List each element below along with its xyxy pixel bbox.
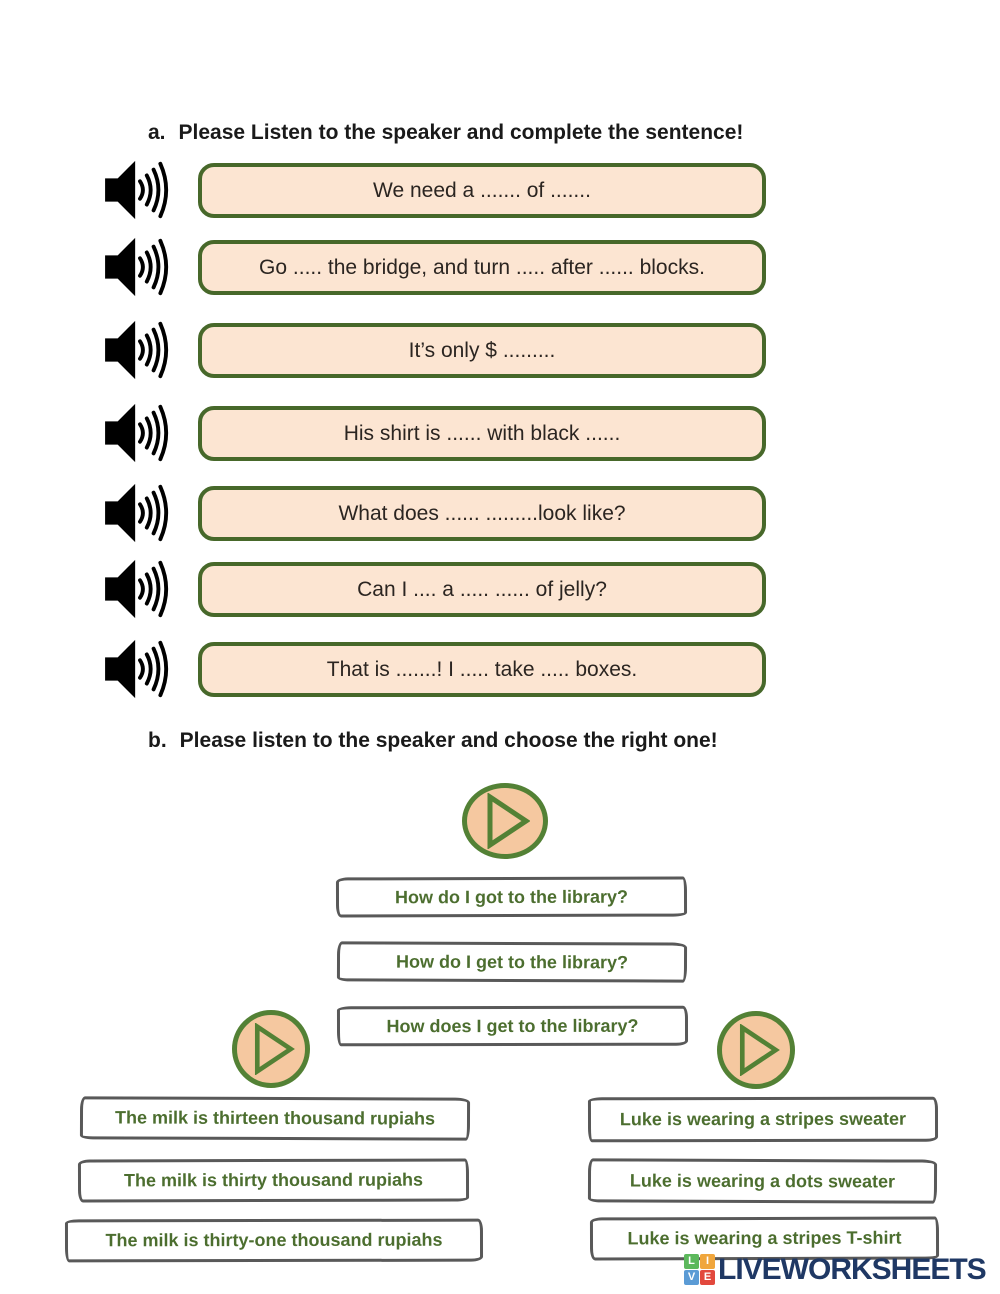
option-label: How does I get to the library? xyxy=(386,1015,639,1036)
logo-square-v: V xyxy=(684,1270,699,1285)
sentence-text-2: Go ..... the bridge, and turn ..... afte… xyxy=(259,255,705,279)
speaker-audio-icon-4[interactable] xyxy=(103,401,177,465)
sentence-box-2[interactable]: Go ..... the bridge, and turn ..... afte… xyxy=(198,240,766,295)
speaker-audio-icon-1[interactable] xyxy=(103,158,177,222)
option-milk-3[interactable]: The milk is thirty-one thousand rupiahs xyxy=(64,1218,484,1263)
option-library-3[interactable]: How does I get to the library? xyxy=(336,1005,689,1047)
liveworksheets-logo-icon: L I V E xyxy=(684,1254,715,1285)
option-label: Luke is wearing a stripes sweater xyxy=(619,1108,907,1130)
sentence-box-1[interactable]: We need a ....... of ....... xyxy=(198,163,766,218)
section-b-title: Please listen to the speaker and choose … xyxy=(179,729,718,752)
sentence-text-5: What does ...... .........look like? xyxy=(338,501,626,525)
logo-square-e: E xyxy=(700,1270,715,1285)
sentence-box-3[interactable]: It’s only $ ......... xyxy=(198,323,766,378)
logo-square-l: L xyxy=(684,1254,699,1269)
play-button-milk[interactable] xyxy=(232,1010,310,1088)
play-triangle-icon xyxy=(487,793,530,849)
play-triangle-icon xyxy=(254,1023,295,1075)
section-b-heading: b. Please listen to the speaker and choo… xyxy=(148,729,718,753)
logo-square-i: I xyxy=(700,1254,715,1269)
sentence-box-4[interactable]: His shirt is ...... with black ...... xyxy=(198,406,766,461)
sentence-text-7: That is .......! I ..... take ..... boxe… xyxy=(326,657,638,681)
play-triangle-icon xyxy=(739,1024,780,1076)
speaker-audio-icon-2[interactable] xyxy=(103,235,177,299)
option-label: The milk is thirteen thousand rupiahs xyxy=(114,1107,436,1129)
option-label: How do I got to the library? xyxy=(394,886,629,907)
sentence-box-7[interactable]: That is .......! I ..... take ..... boxe… xyxy=(198,642,766,697)
option-library-2[interactable]: How do I get to the library? xyxy=(336,941,688,983)
section-a-title: Please Listen to the speaker and complet… xyxy=(178,121,744,144)
section-b-label: b. xyxy=(148,729,167,752)
section-a-heading: a. Please Listen to the speaker and comp… xyxy=(148,121,743,145)
option-label: Luke is wearing a dots sweater xyxy=(629,1170,896,1191)
option-library-1[interactable]: How do I got to the library? xyxy=(335,876,688,918)
play-button-library[interactable] xyxy=(462,783,548,859)
sentence-text-1: We need a ....... of ....... xyxy=(373,178,591,202)
option-luke-1[interactable]: Luke is wearing a stripes sweater xyxy=(587,1096,939,1143)
option-label: The milk is thirty thousand rupiahs xyxy=(123,1169,424,1191)
sentence-text-6: Can I .... a ..... ...... of jelly? xyxy=(357,577,607,601)
option-milk-2[interactable]: The milk is thirty thousand rupiahs xyxy=(77,1158,470,1203)
speaker-audio-icon-7[interactable] xyxy=(103,637,177,701)
speaker-audio-icon-5[interactable] xyxy=(103,481,177,545)
liveworksheets-logo: L I V E LIVEWORKSHEETS xyxy=(684,1252,987,1286)
sentence-text-4: His shirt is ...... with black ...... xyxy=(343,421,621,445)
option-milk-1[interactable]: The milk is thirteen thousand rupiahs xyxy=(79,1096,471,1141)
sentence-text-3: It’s only $ ......... xyxy=(408,338,556,362)
sentence-box-5[interactable]: What does ...... .........look like? xyxy=(198,486,766,541)
option-label: The milk is thirty-one thousand rupiahs xyxy=(105,1229,443,1251)
play-button-luke[interactable] xyxy=(717,1011,795,1089)
logo-wordmark: LIVEWORKSHEETS xyxy=(718,1252,987,1286)
sentence-box-6[interactable]: Can I .... a ..... ...... of jelly? xyxy=(198,562,766,617)
option-luke-2[interactable]: Luke is wearing a dots sweater xyxy=(587,1158,938,1204)
option-label: Luke is wearing a stripes T-shirt xyxy=(627,1227,902,1249)
option-label: How do I get to the library? xyxy=(395,951,629,972)
section-a-label: a. xyxy=(148,121,166,144)
speaker-audio-icon-6[interactable] xyxy=(103,557,177,621)
speaker-audio-icon-3[interactable] xyxy=(103,318,177,382)
